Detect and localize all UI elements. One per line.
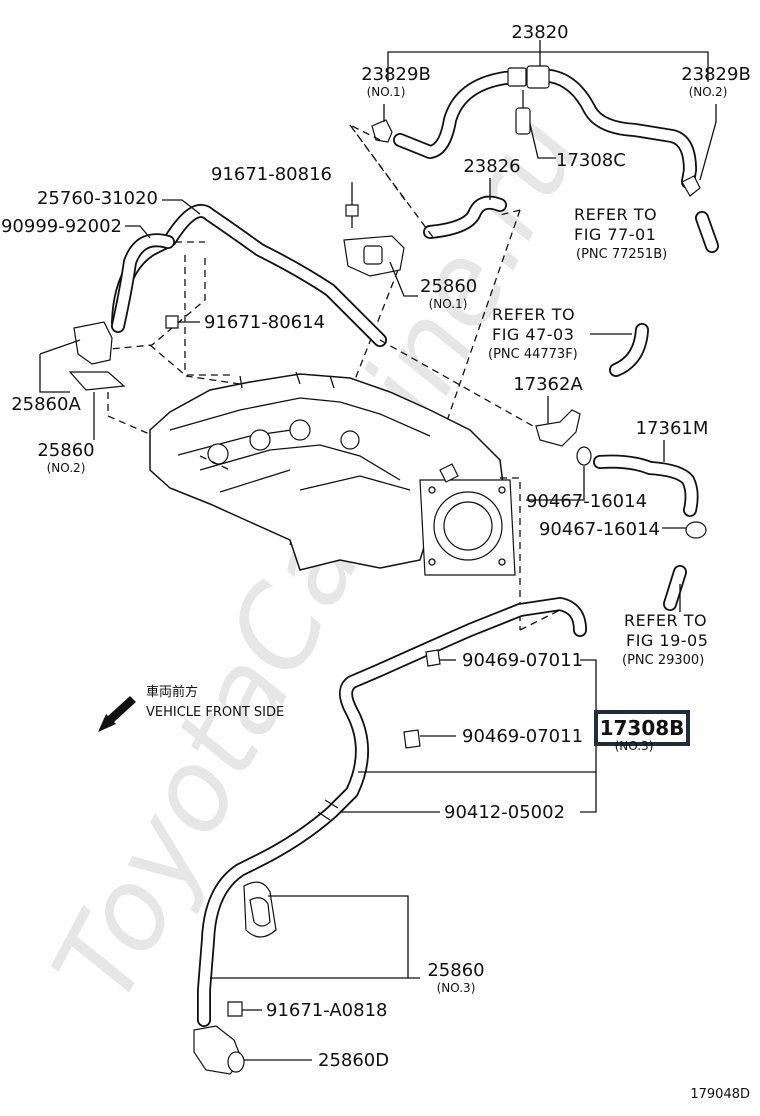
refer-fig77-line1: REFER TO bbox=[574, 205, 657, 224]
part-23826[interactable]: 23826 bbox=[463, 156, 520, 177]
valve-17308c bbox=[515, 90, 556, 159]
refer-fig77[interactable]: REFER TO FIG 77-01 (PNC 77251B) bbox=[574, 205, 667, 262]
bolt-91671-a0818 bbox=[227, 1001, 262, 1017]
union-17362a bbox=[535, 396, 581, 447]
part-91671-80816[interactable]: 91671-80816 bbox=[211, 164, 332, 185]
part-23820[interactable]: 23820 bbox=[511, 22, 568, 43]
part-25860-no1-sub: (NO.1) bbox=[429, 297, 468, 311]
part-17361m[interactable]: 17361M bbox=[636, 418, 709, 439]
refer-fig47[interactable]: REFER TO FIG 47-03 (PNC 44773F) bbox=[488, 305, 578, 362]
refer-fig77-line3: (PNC 77251B) bbox=[576, 247, 667, 262]
clamp-90467-16014-b bbox=[662, 521, 707, 539]
intake-manifold bbox=[149, 371, 516, 576]
part-17308b-sub: (NO.3) bbox=[615, 739, 654, 753]
part-23829b-no1-sub: (NO.1) bbox=[367, 85, 406, 99]
pipe-to-fig47 bbox=[590, 323, 649, 377]
part-25860a[interactable]: 25860A bbox=[11, 394, 81, 415]
clip-23829b-no2 bbox=[681, 104, 717, 197]
part-17308b[interactable]: 17308B bbox=[600, 716, 685, 740]
vsv-25860a bbox=[39, 321, 113, 393]
leader-23820 bbox=[387, 40, 709, 82]
clamp-90467-16014-a bbox=[526, 446, 592, 501]
clip-90469-07011-b bbox=[403, 729, 456, 749]
part-91671-a0818[interactable]: 91671-A0818 bbox=[266, 1000, 387, 1021]
part-90469-07011-b[interactable]: 90469-07011 bbox=[462, 726, 583, 747]
part-23829b-no1[interactable]: 23829B bbox=[361, 64, 431, 85]
part-25860-no3-sub: (NO.3) bbox=[437, 981, 476, 995]
part-25760-31020[interactable]: 25760-31020 bbox=[37, 188, 158, 209]
fuel-vapor-hose-23820 bbox=[393, 65, 697, 189]
part-90999-92002[interactable]: 90999-92002 bbox=[1, 216, 122, 237]
clip-23829b-no1 bbox=[371, 104, 393, 143]
part-17362a[interactable]: 17362A bbox=[513, 374, 583, 395]
highlighted-part-17308b[interactable]: 17308B bbox=[594, 710, 690, 746]
hose-23826 bbox=[423, 178, 507, 239]
part-90467-16014-a[interactable]: 90467-16014 bbox=[526, 491, 647, 512]
vsv-25860d bbox=[193, 1025, 312, 1075]
part-25860-no2-sub: (NO.2) bbox=[47, 461, 86, 475]
clip-90469-07011-a bbox=[425, 649, 456, 667]
front-arrow-icon bbox=[98, 696, 136, 732]
part-91671-80614[interactable]: 91671-80614 bbox=[204, 312, 325, 333]
bracket-25860-no3 bbox=[210, 881, 420, 979]
refer-fig19[interactable]: REFER TO FIG 19-05 (PNC 29300) bbox=[622, 611, 708, 668]
part-90467-16014-b[interactable]: 90467-16014 bbox=[539, 519, 660, 540]
vehicle-front-label-en: VEHICLE FRONT SIDE bbox=[146, 705, 284, 720]
hose-17361m bbox=[593, 440, 699, 517]
bolt-91671-80614 bbox=[165, 315, 200, 329]
refer-fig77-line2: FIG 77-01 bbox=[574, 225, 656, 244]
part-23829b-no2[interactable]: 23829B bbox=[681, 64, 751, 85]
figure-code: 179048D bbox=[690, 1087, 750, 1102]
hose-90999-92002 bbox=[111, 225, 175, 333]
refer-fig19-line1: REFER TO bbox=[624, 611, 707, 630]
refer-fig19-line2: FIG 19-05 bbox=[626, 631, 708, 650]
part-25860-no1[interactable]: 25860 bbox=[420, 276, 477, 297]
part-17308c[interactable]: 17308C bbox=[556, 150, 626, 171]
refer-fig47-line1: REFER TO bbox=[492, 305, 575, 324]
dashed-guide-top bbox=[289, 124, 521, 546]
part-90469-07011-a[interactable]: 90469-07011 bbox=[462, 650, 583, 671]
vehicle-front-label-jp: 車両前方 bbox=[146, 684, 198, 700]
vsv-25860-no1 bbox=[343, 235, 418, 297]
hose-assy-17308b bbox=[197, 597, 587, 1027]
part-23829b-no2-sub: (NO.2) bbox=[689, 85, 728, 99]
pipe-to-fig77 bbox=[695, 211, 719, 253]
refer-fig47-line3: (PNC 44773F) bbox=[488, 347, 578, 362]
refer-fig47-line2: FIG 47-03 bbox=[492, 325, 574, 344]
part-25860-no3[interactable]: 25860 bbox=[427, 960, 484, 981]
refer-fig19-line3: (PNC 29300) bbox=[622, 653, 704, 668]
part-25860d[interactable]: 25860D bbox=[318, 1050, 389, 1071]
part-90412-05002[interactable]: 90412-05002 bbox=[444, 802, 565, 823]
pipe-to-fig19 bbox=[663, 565, 687, 612]
bolt-91671-80816 bbox=[345, 182, 359, 228]
bracket-25860-no2 bbox=[68, 371, 126, 440]
part-25860-no2[interactable]: 25860 bbox=[37, 440, 94, 461]
